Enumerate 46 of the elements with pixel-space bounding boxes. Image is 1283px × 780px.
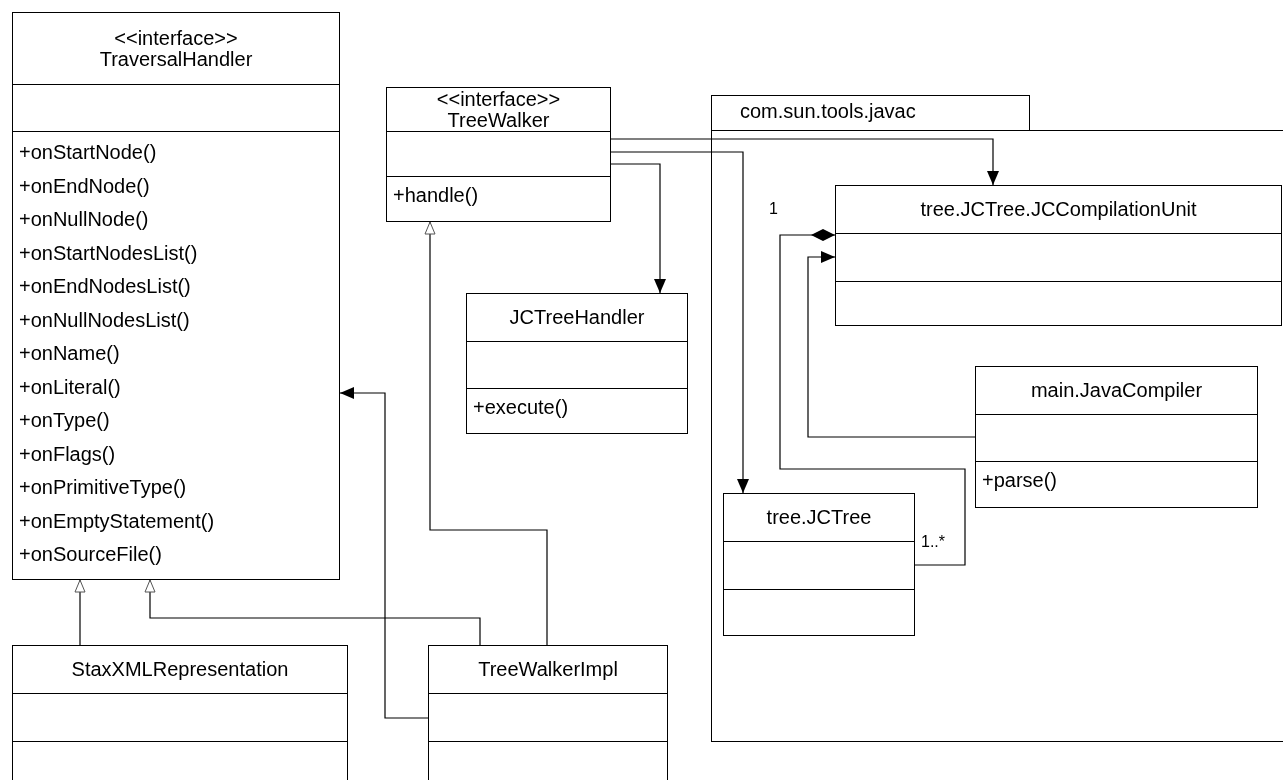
method-label: +onStartNodesList() [19,240,198,266]
class-name: TreeWalkerImpl [478,659,618,680]
inheritance-arrow [74,579,86,646]
class-box [466,293,688,434]
class-box [835,185,1282,326]
package-name-tab: com.sun.tools.javac [711,95,1030,130]
class-name: TraversalHandler [99,48,253,70]
method-label: +execute() [473,395,569,420]
association-arrow [610,163,666,294]
composition-connector [779,229,966,566]
method-label: +onEndNode() [19,173,150,199]
association-arrow [807,251,976,438]
class-box [428,645,668,780]
stereotype-label: <<interface>> [436,88,561,110]
inheritance-arrow [424,221,548,646]
class-box [12,12,340,580]
method-label: +parse() [982,468,1058,493]
multiplicity-label: 1..* [921,533,945,551]
method-label: +onPrimitiveType() [19,475,187,500]
class-box [975,366,1258,508]
method-label: +onNullNode() [19,207,149,232]
multiplicity-label: 1 [769,200,778,218]
inheritance-arrow [144,579,481,646]
class-box [386,87,611,222]
method-label: +onName() [19,341,120,366]
method-label: +onEndNodesList() [19,274,191,299]
method-label: +onEmptyStatement() [19,508,215,534]
association-arrow [339,387,429,719]
method-label: +onNullNodesList() [19,307,190,333]
method-label: +onStartNode() [19,140,157,165]
class-name: main.JavaCompiler [1030,380,1203,401]
stereotype-label: <<interface>> [114,27,238,49]
method-label: +onSourceFile() [19,542,162,567]
association-arrow [610,151,749,494]
class-name: JCTreeHandler [509,307,645,328]
class-name: TreeWalker [447,109,550,131]
class-box [723,493,915,636]
method-label: +onType() [19,408,110,433]
method-label: +handle() [393,183,479,208]
method-label: +onLiteral() [19,374,121,400]
association-arrow [610,138,999,186]
class-name: tree.JCTree [766,507,872,528]
class-box [12,645,348,780]
method-label: +onFlags() [19,441,116,467]
class-name: tree.JCTree.JCCompilationUnit [920,199,1197,220]
class-name: StaxXMLRepresentation [71,659,289,680]
